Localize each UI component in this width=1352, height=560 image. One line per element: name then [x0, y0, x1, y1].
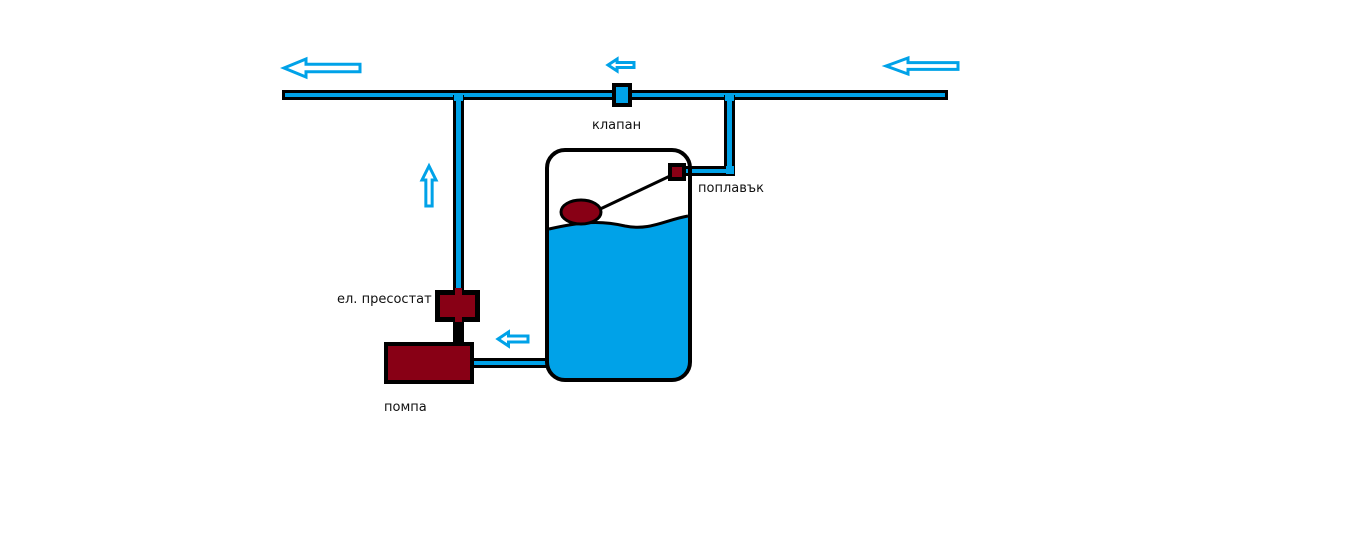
flow-arrow-left-icon	[495, 329, 530, 349]
pump	[384, 342, 474, 384]
pressure-switch-label: ел. пресостат	[337, 292, 432, 307]
riser-pipe	[453, 93, 464, 351]
float-mechanism	[559, 163, 686, 226]
flow-arrow-left-icon	[881, 55, 960, 77]
float-ball	[559, 198, 603, 226]
flow-arrow-left-icon	[605, 56, 636, 74]
pressure-switch	[435, 288, 480, 342]
valve-label: клапан	[592, 118, 642, 133]
water-tank	[545, 148, 692, 382]
suction-pipe	[470, 358, 550, 368]
float-label: поплавък	[698, 181, 764, 196]
valve	[612, 83, 632, 107]
flow-arrow-up-icon	[419, 162, 439, 208]
flow-arrow-left-icon	[280, 56, 362, 80]
pump-label: помпа	[384, 400, 427, 415]
float-branch-pipe	[684, 93, 735, 176]
flow-arrows	[280, 55, 960, 349]
